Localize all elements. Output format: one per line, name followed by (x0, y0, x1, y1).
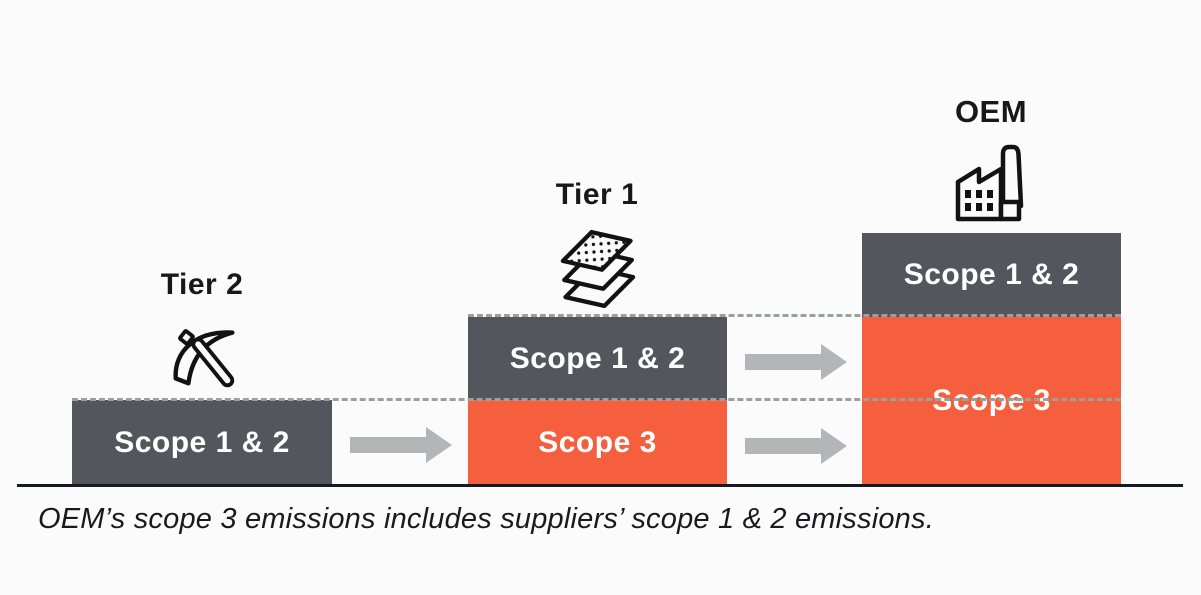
tier2-scope12-label: Scope 1 & 2 (114, 425, 290, 459)
oem-title: OEM (954, 94, 1028, 129)
tier1-scope3-box: Scope 3 (468, 400, 727, 485)
dashed-line-lower-level (72, 398, 1121, 401)
tier1-scope12-box: Scope 1 & 2 (468, 317, 727, 400)
oem-scope3-label: Scope 3 (932, 384, 1051, 417)
arrow-tier1-to-oem-upper-icon (745, 344, 847, 385)
tier1-scope3-label: Scope 3 (538, 425, 657, 459)
tier2-scope12-box: Scope 1 & 2 (72, 400, 332, 485)
arrow-tier2-to-tier1-icon (350, 427, 452, 468)
oem-scope12-label: Scope 1 & 2 (903, 258, 1080, 291)
pickaxe-icon (166, 318, 244, 401)
dashed-line-upper-level (468, 314, 1121, 317)
tier1-scope12-label: Scope 1 & 2 (509, 341, 686, 375)
layers-icon (554, 226, 642, 317)
arrow-tier1-to-oem-lower-icon (745, 428, 847, 469)
caption-text: OEM’s scope 3 emissions includes supplie… (38, 503, 934, 535)
factory-icon (950, 140, 1032, 231)
oem-scope3-box: Scope 3 (862, 317, 1121, 485)
baseline-rule (17, 484, 1183, 487)
tier1-title: Tier 1 (555, 178, 639, 211)
oem-scope12-box: Scope 1 & 2 (862, 233, 1121, 317)
tier2-title: Tier 2 (160, 268, 244, 301)
